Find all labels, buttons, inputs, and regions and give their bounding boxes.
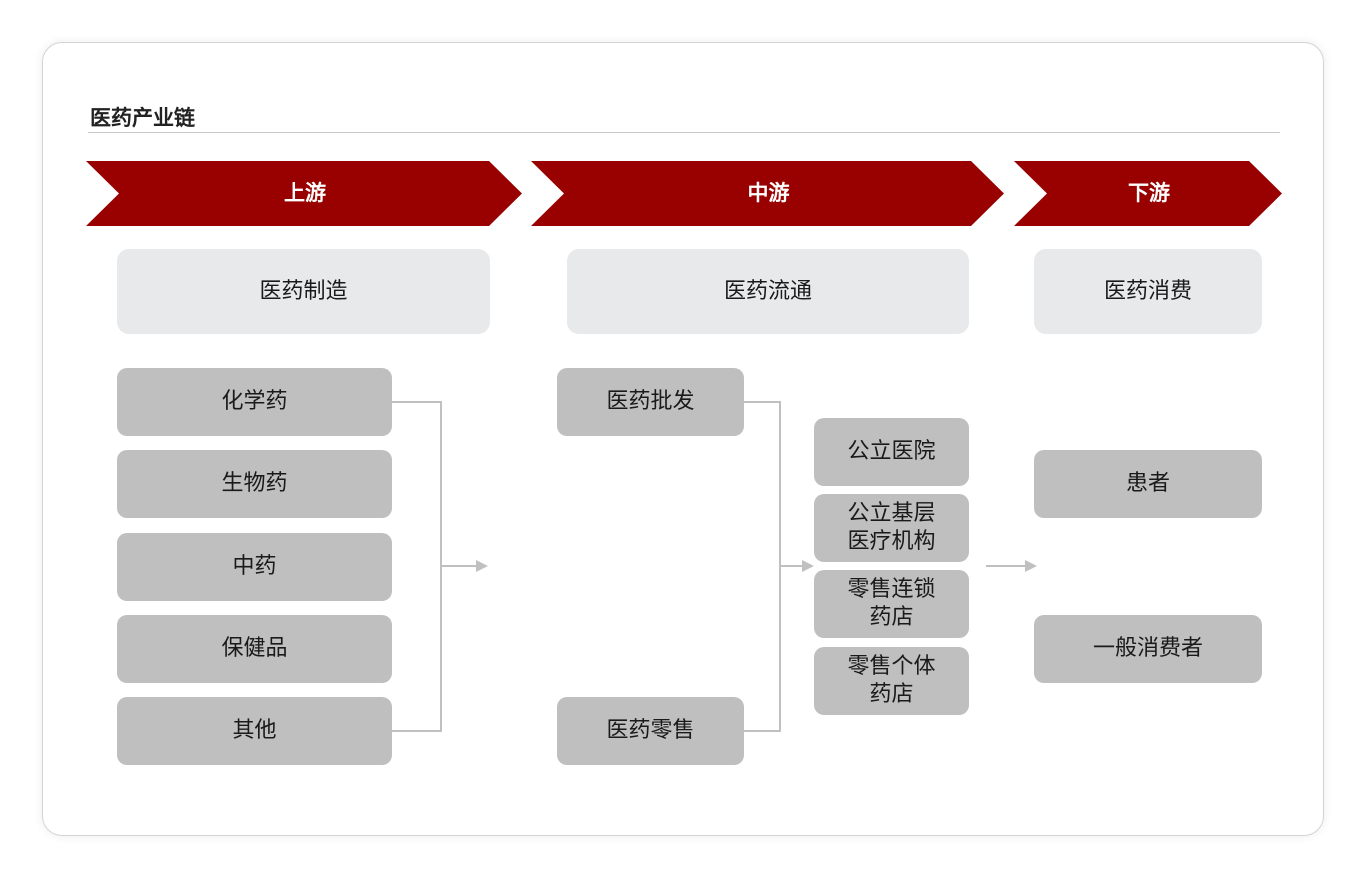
midstream-bracket bbox=[744, 401, 781, 732]
chevron-downstream bbox=[1014, 161, 1282, 226]
stage-label-midstream: 中游 bbox=[747, 181, 790, 205]
arrow-head-icon bbox=[802, 560, 814, 572]
upstream-item: 保健品 bbox=[117, 615, 392, 683]
terminal-item: 零售个体 药店 bbox=[814, 647, 969, 715]
chevron-upstream bbox=[86, 161, 522, 226]
consumer-item: 一般消费者 bbox=[1034, 615, 1262, 683]
title-divider bbox=[88, 132, 1280, 133]
upstream-item: 其他 bbox=[117, 697, 392, 765]
stage-label-upstream: 上游 bbox=[284, 181, 326, 205]
terminal-item: 公立医院 bbox=[814, 418, 969, 486]
upstream-item: 生物药 bbox=[117, 450, 392, 518]
category-distribution: 医药流通 bbox=[567, 249, 969, 334]
terminal-item: 零售连锁 药店 bbox=[814, 570, 969, 638]
upstream-bracket bbox=[392, 401, 442, 732]
arrow-head-icon bbox=[476, 560, 488, 572]
category-manufacturing: 医药制造 bbox=[117, 249, 490, 334]
channel-wholesale: 医药批发 bbox=[557, 368, 744, 436]
arrow-head-icon bbox=[1025, 560, 1037, 572]
channel-retail: 医药零售 bbox=[557, 697, 744, 765]
consumer-item: 患者 bbox=[1034, 450, 1262, 518]
upstream-item: 化学药 bbox=[117, 368, 392, 436]
category-consumption: 医药消费 bbox=[1034, 249, 1262, 334]
diagram-title: 医药产业链 bbox=[90, 106, 195, 130]
chevron-midstream bbox=[531, 161, 1004, 226]
terminal-item: 公立基层 医疗机构 bbox=[814, 494, 969, 562]
stage-label-downstream: 下游 bbox=[1128, 181, 1170, 205]
upstream-item: 中药 bbox=[117, 533, 392, 601]
